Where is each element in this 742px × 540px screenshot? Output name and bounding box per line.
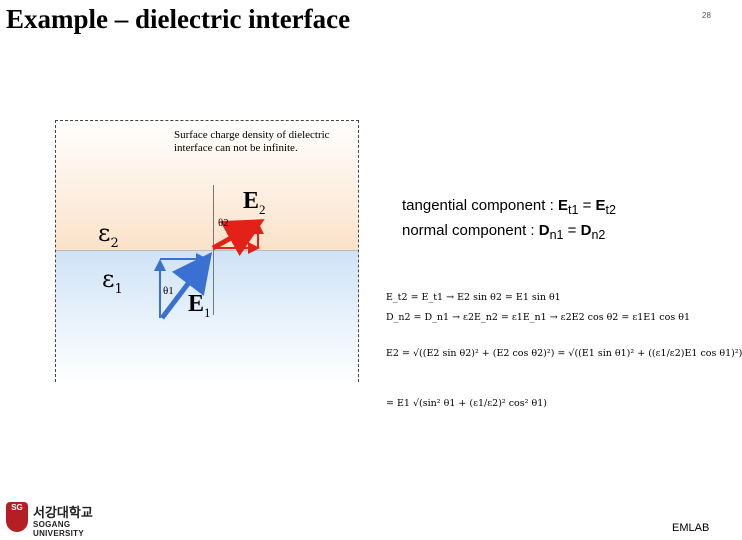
normal-condition: normal component : Dn1 = Dn2 <box>402 222 606 242</box>
E1-label: E1 <box>188 291 211 320</box>
university-seal-icon: SG <box>6 502 28 532</box>
slide-title: Example – dielectric interface <box>6 4 351 34</box>
logo-english-name: SOGANG UNIVERSITY <box>33 520 85 538</box>
theta-2-label: θ2 <box>218 217 229 229</box>
tangential-condition: tangential component : Et1 = Et2 <box>402 197 616 217</box>
equation-normal: D_n2 = D_n1 → ε2E_n2 = ε1E_n1 → ε2E2 cos… <box>386 312 691 323</box>
E2-vector <box>211 219 265 257</box>
E2-label: E2 <box>243 188 266 217</box>
equation-result: = E1 √(sin² θ1 + (ε1/ε2)² cos² θ1) <box>386 398 547 409</box>
footer-label: EMLAB <box>672 522 710 534</box>
equation-magnitude: E2 = √((E2 sin θ2)² + (E2 cos θ2)²) = √(… <box>386 348 742 359</box>
university-logo: SG 서강대학교 SOGANG UNIVERSITY <box>6 502 110 538</box>
epsilon-2-label: ε2 <box>98 219 119 251</box>
interface-figure: Surface charge density of dielectric int… <box>55 120 359 383</box>
epsilon-1-label: ε1 <box>102 265 123 297</box>
theta-1-label: θ1 <box>163 285 174 297</box>
surface-normal-line <box>213 185 214 315</box>
logo-korean-name: 서강대학교 <box>33 506 93 521</box>
E1-vector <box>154 252 213 320</box>
figure-note: Surface charge density of dielectric int… <box>174 129 330 154</box>
equation-tangential: E_t2 = E_t1 → E2 sin θ2 = E1 sin θ1 <box>386 292 561 303</box>
medium-2-region <box>56 121 358 251</box>
page-number: 28 <box>702 11 711 20</box>
field-vectors <box>154 219 265 320</box>
interface-boundary <box>56 250 358 251</box>
